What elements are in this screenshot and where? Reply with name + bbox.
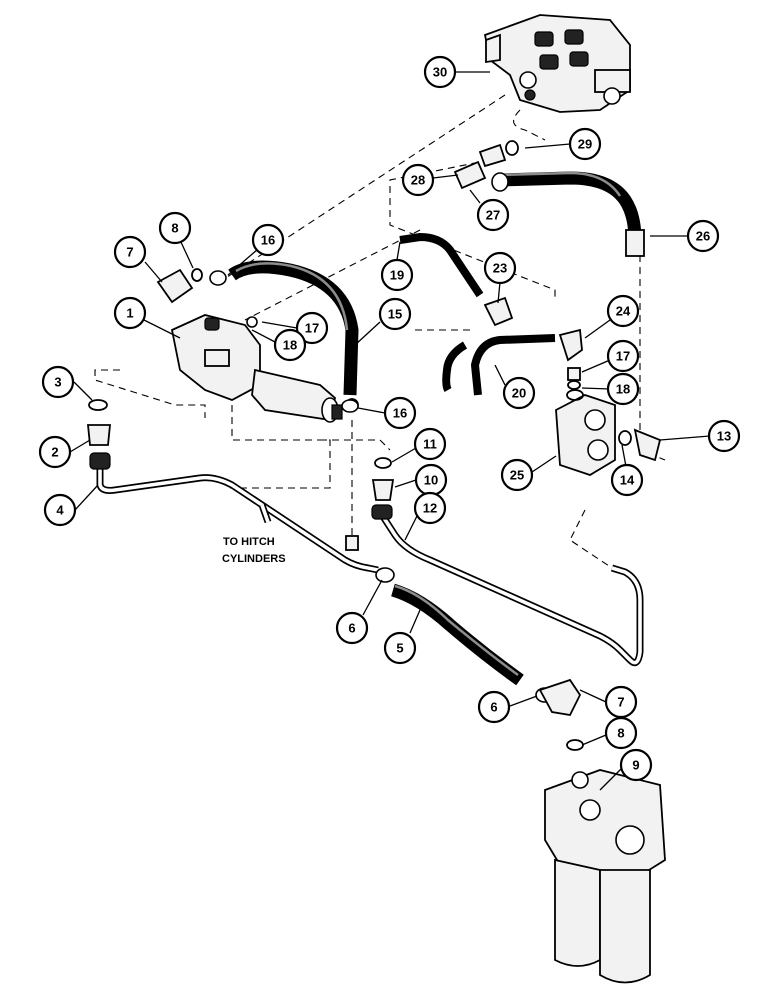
svg-text:19: 19 — [390, 268, 404, 283]
fittings-2-3 — [87, 399, 111, 470]
svg-text:12: 12 — [423, 501, 437, 516]
callout-5: 5 — [383, 631, 417, 665]
callout-9: 9 — [619, 748, 653, 782]
callout-20: 20 — [502, 376, 536, 410]
callout-15: 15 — [378, 297, 412, 331]
callout-7-upper: 7 — [113, 235, 147, 269]
svg-text:7: 7 — [126, 245, 133, 260]
hose-clamps — [341, 399, 555, 703]
filter-assembly-9 — [544, 769, 666, 984]
svg-text:28: 28 — [411, 173, 425, 188]
callouts: 30 29 28 27 26 8 7 16 19 23 1 17 15 18 2… — [38, 55, 741, 782]
callout-14: 14 — [610, 463, 644, 497]
svg-text:1: 1 — [126, 306, 133, 321]
callout-16-lower: 16 — [383, 396, 417, 430]
callout-8-upper: 8 — [158, 211, 192, 245]
hoses — [228, 171, 642, 686]
svg-text:11: 11 — [423, 437, 437, 452]
callout-4: 4 — [43, 493, 77, 527]
callout-27: 27 — [476, 198, 510, 232]
callout-17-upper: 17 — [295, 311, 329, 345]
svg-text:10: 10 — [424, 473, 438, 488]
callout-17-lower: 17 — [606, 339, 640, 373]
svg-text:23: 23 — [493, 261, 507, 276]
callout-24: 24 — [606, 294, 640, 328]
svg-text:26: 26 — [696, 229, 710, 244]
note-line-1: TO HITCH — [223, 536, 275, 548]
svg-text:18: 18 — [616, 382, 630, 397]
callout-6-upper: 6 — [335, 611, 369, 645]
svg-text:17: 17 — [616, 349, 630, 364]
svg-text:4: 4 — [56, 503, 64, 518]
callout-8-lower: 8 — [604, 716, 638, 750]
fittings-27-28-29 — [453, 140, 519, 192]
fittings-10-11 — [371, 457, 395, 520]
hose-fitting-26 — [625, 229, 645, 257]
svg-text:3: 3 — [54, 375, 61, 390]
svg-text:16: 16 — [393, 406, 407, 421]
svg-text:25: 25 — [510, 468, 524, 483]
callout-18-lower: 18 — [606, 372, 640, 406]
svg-text:16: 16 — [261, 233, 275, 248]
callout-3: 3 — [41, 365, 75, 399]
svg-text:20: 20 — [512, 386, 526, 401]
svg-text:6: 6 — [348, 621, 355, 636]
svg-text:29: 29 — [578, 137, 592, 152]
svg-text:24: 24 — [616, 304, 631, 319]
elbow-7-upper — [156, 268, 227, 304]
callout-16-upper: 16 — [251, 223, 285, 257]
control-valve-30 — [483, 14, 631, 113]
note-line-2: CYLINDERS — [222, 553, 286, 565]
callout-1: 1 — [113, 296, 147, 330]
svg-text:17: 17 — [305, 321, 319, 336]
svg-text:9: 9 — [632, 758, 639, 773]
callout-26: 26 — [686, 219, 720, 253]
flow-divider-25 — [555, 328, 616, 476]
callout-7-lower: 7 — [604, 685, 638, 719]
tee-fitting-13 — [618, 428, 662, 462]
svg-text:8: 8 — [171, 221, 178, 236]
svg-text:14: 14 — [620, 473, 635, 488]
callout-28: 28 — [401, 163, 435, 197]
callout-30: 30 — [423, 55, 457, 89]
callout-2: 2 — [38, 435, 72, 469]
callout-25: 25 — [500, 458, 534, 492]
callout-18-upper: 18 — [273, 328, 307, 362]
callout-11: 11 — [413, 427, 447, 461]
callout-10: 10 — [414, 463, 448, 497]
svg-text:13: 13 — [717, 429, 731, 444]
callout-6-lower: 6 — [477, 690, 511, 724]
callout-23: 23 — [483, 251, 517, 285]
valve-1 — [170, 314, 359, 423]
svg-text:5: 5 — [396, 641, 403, 656]
callout-13: 13 — [707, 419, 741, 453]
callout-19: 19 — [380, 258, 414, 292]
svg-text:6: 6 — [490, 700, 497, 715]
elbow-7-lower — [538, 678, 584, 751]
steel-tubes — [96, 460, 644, 667]
svg-text:15: 15 — [388, 307, 402, 322]
svg-text:30: 30 — [433, 65, 447, 80]
svg-text:2: 2 — [51, 445, 58, 460]
leader-lines — [69, 71, 711, 791]
svg-text:7: 7 — [617, 695, 624, 710]
svg-text:27: 27 — [486, 208, 500, 223]
callout-29: 29 — [568, 127, 602, 161]
callout-12: 12 — [413, 491, 447, 525]
svg-text:8: 8 — [617, 726, 624, 741]
svg-text:18: 18 — [283, 338, 297, 353]
